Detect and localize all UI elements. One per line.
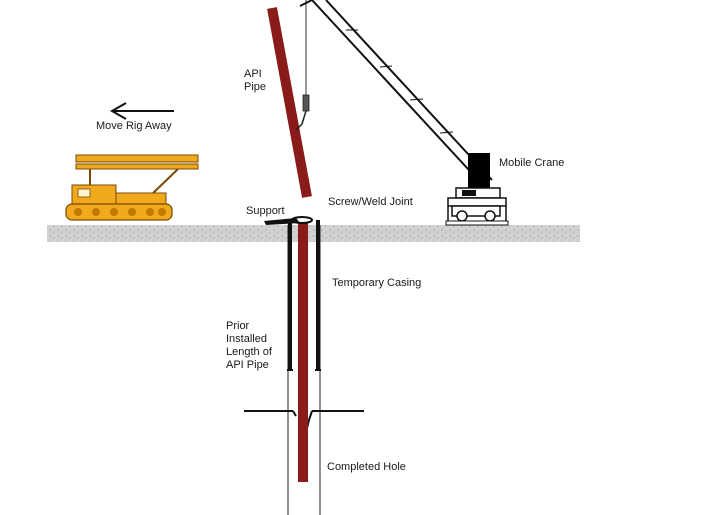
move-rig-arrow	[109, 102, 174, 120]
screw-weld-joint-label: Screw/Weld Joint	[328, 196, 413, 208]
temporary-casing	[287, 220, 321, 371]
completed-hole-label: Completed Hole	[327, 461, 406, 473]
prior-installed-line-2: Installed	[226, 333, 267, 345]
mobile-crane-label: Mobile Crane	[499, 157, 565, 169]
prior-installed-line-4: API Pipe	[226, 359, 269, 371]
support-label: Support	[246, 205, 285, 217]
temporary-casing-label: Temporary Casing	[332, 277, 422, 289]
crane-hook	[295, 0, 310, 131]
mobile-crane-body	[445, 153, 509, 226]
prior-installed-line-1: Prior	[226, 320, 250, 332]
crane-boom	[299, 0, 493, 183]
api-pipe-label-line-2: Pipe	[244, 81, 267, 93]
prior-installed-line-3: Length of	[226, 346, 272, 358]
prior-installed-label: Prior Installed Length of API Pipe	[226, 320, 272, 372]
move-rig-label: Move Rig Away	[96, 120, 172, 132]
lifted-api-pipe	[267, 7, 312, 198]
drilling-rig	[65, 154, 199, 221]
installed-api-pipe	[298, 222, 308, 482]
support-bracket	[264, 216, 313, 225]
api-pipe-label: API Pipe	[244, 68, 266, 94]
api-pipe-label-line-1: API	[244, 68, 262, 80]
ground-surface	[47, 225, 580, 242]
